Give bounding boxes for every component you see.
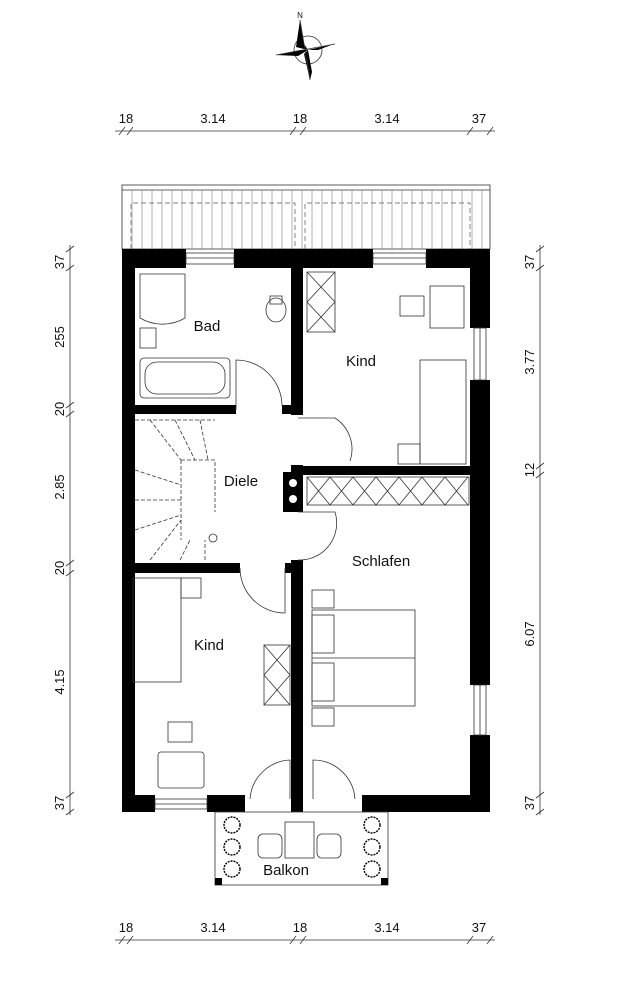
- dimension-tick: [486, 126, 494, 136]
- room-label-bad: Bad: [194, 318, 221, 335]
- dimension-tick: [118, 935, 126, 945]
- dimension-tick: [289, 126, 297, 136]
- dim-left-label: 4.15: [52, 669, 67, 694]
- dimension-tick: [535, 791, 545, 799]
- dim-right-label: 37: [522, 255, 537, 269]
- dim-left-label: 20: [52, 402, 67, 416]
- dimensions-bottom: 18 3.14 18 3.14 37: [119, 920, 486, 935]
- dimensions-top: 18 3.14 18 3.14 37: [119, 111, 486, 126]
- dimension-tick: [466, 126, 474, 136]
- dimension-tick: [65, 245, 75, 253]
- room-label-diele: Diele: [224, 473, 258, 490]
- dim-left-label: 2.85: [52, 474, 67, 499]
- room-label-schlafen: Schlafen: [352, 553, 410, 570]
- dimension-tick: [535, 245, 545, 253]
- dim-bottom-label: 18: [119, 920, 133, 935]
- dimensions-right: 37 3.77 12 6.07 37: [522, 255, 537, 810]
- dimension-tick: [535, 264, 545, 272]
- dim-right-label: 12: [522, 463, 537, 477]
- dimension-tick: [118, 126, 126, 136]
- dim-bottom-label: 37: [472, 920, 486, 935]
- dimension-tick: [126, 935, 134, 945]
- dimension-tick: [65, 264, 75, 272]
- dim-left-label: 20: [52, 561, 67, 575]
- dimension-tick: [126, 126, 134, 136]
- dimension-tick: [299, 126, 307, 136]
- dimensions-left: 37 255 20 2.85 20 4.15 37: [52, 255, 67, 810]
- dimension-tick: [535, 808, 545, 816]
- roof-overhang: [121, 184, 491, 250]
- dim-top-label: 37: [472, 111, 486, 126]
- dimension-tick: [65, 559, 75, 567]
- furniture: [132, 271, 470, 789]
- dimension-tick: [486, 935, 494, 945]
- dimension-tick: [65, 791, 75, 799]
- room-label-kind-top: Kind: [346, 353, 376, 370]
- dimension-tick: [65, 808, 75, 816]
- balcony: [214, 811, 389, 886]
- doors: [235, 359, 356, 800]
- dim-bottom-label: 3.14: [200, 920, 225, 935]
- plant-icon: [223, 816, 381, 878]
- dim-left-label: 37: [52, 796, 67, 810]
- dim-bottom-label: 18: [293, 920, 307, 935]
- windows: [154, 252, 487, 810]
- dim-right-label: 37: [522, 796, 537, 810]
- dimension-tick: [299, 935, 307, 945]
- dimension-tick: [65, 569, 75, 577]
- dim-top-label: 18: [293, 111, 307, 126]
- compass-rose-icon: N: [275, 11, 336, 81]
- compass-north-label: N: [297, 11, 303, 20]
- dim-top-label: 3.14: [374, 111, 399, 126]
- dimension-tick: [535, 471, 545, 479]
- dim-top-label: 3.14: [200, 111, 225, 126]
- dim-right-label: 3.77: [522, 349, 537, 374]
- dimension-lines: [65, 126, 545, 945]
- dimension-tick: [535, 462, 545, 470]
- dimension-tick: [466, 935, 474, 945]
- dimension-tick: [65, 401, 75, 409]
- dim-left-label: 37: [52, 255, 67, 269]
- dimension-tick: [65, 410, 75, 418]
- room-label-kind-bottom: Kind: [194, 637, 224, 654]
- dim-bottom-label: 3.14: [374, 920, 399, 935]
- dim-top-label: 18: [119, 111, 133, 126]
- walls: [122, 249, 490, 812]
- dimension-tick: [289, 935, 297, 945]
- dim-left-label: 255: [52, 326, 67, 348]
- room-label-balkon: Balkon: [263, 862, 309, 879]
- dim-right-label: 6.07: [522, 621, 537, 646]
